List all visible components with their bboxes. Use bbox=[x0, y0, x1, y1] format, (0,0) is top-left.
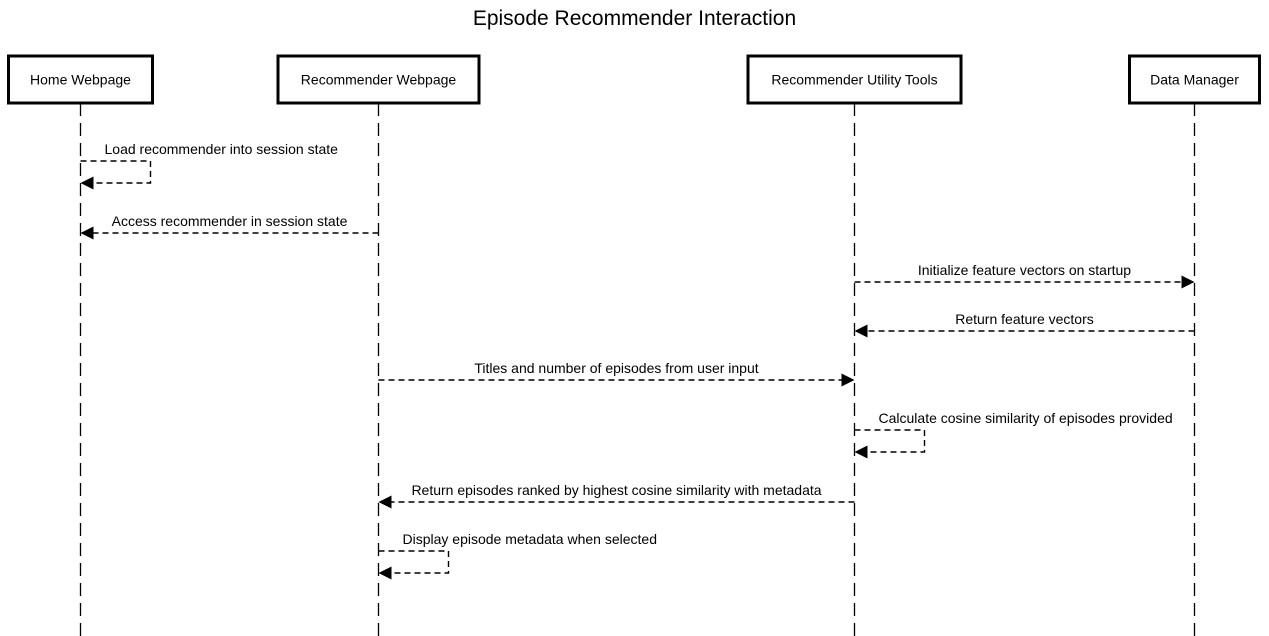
message-1-arrowhead bbox=[80, 226, 94, 240]
message-5-line bbox=[854, 429, 926, 453]
lifelines bbox=[79, 103, 1196, 636]
message-6-arrowhead bbox=[378, 495, 392, 509]
participant-box-data bbox=[1128, 54, 1261, 105]
message-0-label: Load recommender into session state bbox=[105, 141, 339, 157]
message-4: Titles and number of episodes from user … bbox=[378, 360, 855, 387]
participant-label-tools: Recommender Utility Tools bbox=[771, 72, 937, 88]
message-7-label: Display episode metadata when selected bbox=[403, 531, 658, 547]
message-5-label: Calculate cosine similarity of episodes … bbox=[879, 410, 1173, 426]
participant-tools: Recommender Utility Tools bbox=[746, 54, 963, 105]
participant-label-data: Data Manager bbox=[1150, 72, 1239, 88]
message-6: Return episodes ranked by highest cosine… bbox=[378, 482, 855, 509]
participant-box-recweb bbox=[276, 54, 481, 105]
message-4-label: Titles and number of episodes from user … bbox=[474, 360, 758, 376]
message-3-label: Return feature vectors bbox=[955, 311, 1094, 327]
participants: Home Webpage Recommender Webpage Recommend… bbox=[7, 54, 1261, 105]
participant-box-home bbox=[7, 54, 154, 105]
message-0: Load recommender into session state bbox=[80, 141, 339, 190]
message-5-arrowhead bbox=[854, 445, 868, 459]
message-1-label: Access recommender in session state bbox=[112, 213, 348, 229]
diagram-title: Episode Recommender Interaction bbox=[473, 7, 796, 30]
participant-home: Home Webpage bbox=[7, 54, 154, 105]
message-2-arrowhead bbox=[1181, 275, 1195, 289]
message-7-arrowhead bbox=[378, 566, 392, 580]
message-3-arrowhead bbox=[854, 324, 868, 338]
message-0-line bbox=[80, 160, 152, 184]
message-1: Access recommender in session state bbox=[80, 213, 379, 240]
message-0-arrowhead bbox=[80, 176, 94, 190]
participant-recweb: Recommender Webpage bbox=[276, 54, 481, 105]
message-2: Initialize feature vectors on startup bbox=[854, 262, 1195, 289]
message-7-line bbox=[378, 550, 450, 574]
message-4-arrowhead bbox=[841, 373, 855, 387]
message-2-label: Initialize feature vectors on startup bbox=[918, 262, 1131, 278]
participant-box-tools bbox=[746, 54, 963, 105]
messages: Load recommender into session stateAcces… bbox=[80, 141, 1195, 580]
message-7: Display episode metadata when selected bbox=[378, 531, 658, 580]
participant-label-home: Home Webpage bbox=[30, 72, 131, 88]
message-6-label: Return episodes ranked by highest cosine… bbox=[411, 482, 821, 498]
participant-label-recweb: Recommender Webpage bbox=[301, 72, 457, 88]
participant-data: Data Manager bbox=[1128, 54, 1261, 105]
message-3: Return feature vectors bbox=[854, 311, 1195, 338]
message-5: Calculate cosine similarity of episodes … bbox=[854, 410, 1173, 459]
